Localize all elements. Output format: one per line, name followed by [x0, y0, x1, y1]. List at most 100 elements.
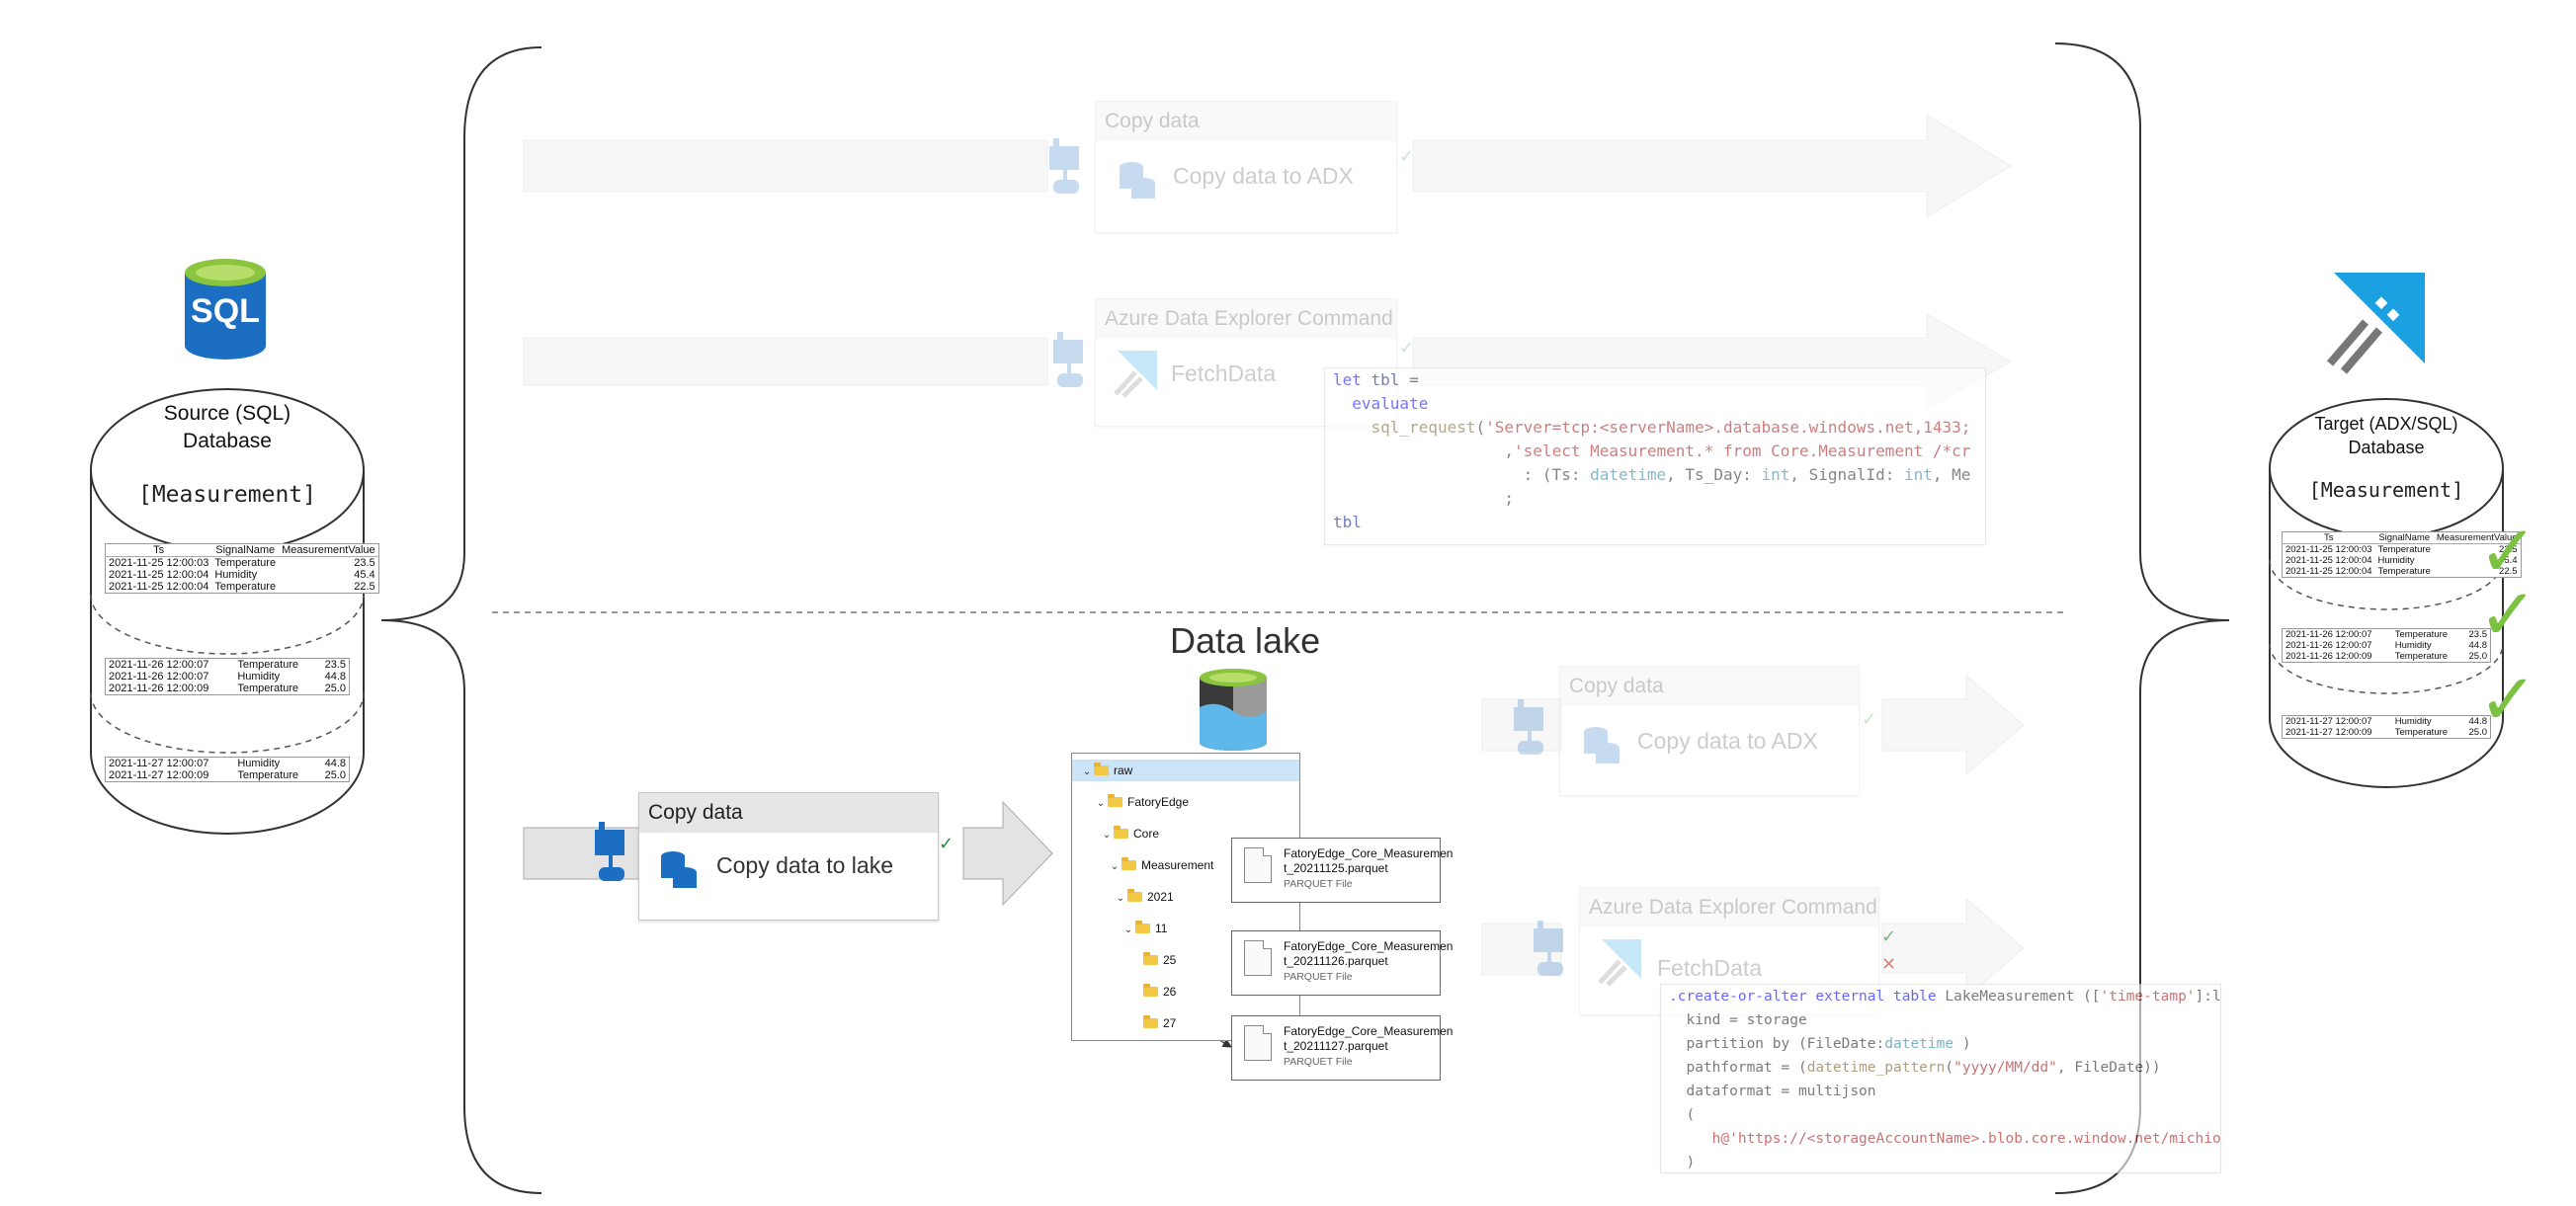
- source-table-name: [Measurement]: [137, 482, 316, 508]
- code-line: ,'select Measurement.* from Core.Measure…: [1325, 440, 1985, 463]
- tree-item-27[interactable]: 27: [1143, 1012, 1176, 1034]
- table-cell: Temperature: [237, 769, 299, 781]
- code-token: kind = storage: [1669, 1012, 1807, 1028]
- target-db-subtitle: Database: [2348, 438, 2425, 457]
- folder-icon: [1143, 984, 1158, 997]
- code-token: datetime: [1884, 1036, 1954, 1052]
- source-db-subtitle: Database: [183, 430, 272, 452]
- copy-to-lake-activity[interactable]: Copy data Copy data to lake: [638, 792, 939, 921]
- table-cell: 2021-11-27 12:00:09: [2285, 727, 2372, 738]
- activity-label: FetchData: [1171, 361, 1277, 386]
- code-token: [1333, 394, 1352, 413]
- copy-to-adx-activity[interactable]: Copy data Copy data to ADX: [1095, 101, 1397, 233]
- table-cell: 2021-11-25 12:00:04: [109, 569, 209, 581]
- table-cell: 2021-11-25 12:00:04: [109, 581, 209, 593]
- table-cell: 23.5: [2468, 629, 2488, 640]
- table-cell: 44.8: [2468, 640, 2488, 651]
- parquet-file-1[interactable]: FatoryEdge_Core_Measuremen t_20211125.pa…: [1231, 838, 1454, 903]
- table-cell: 2021-11-26 12:00:07: [2285, 640, 2372, 651]
- chevron-down-icon: ⌄: [1082, 766, 1092, 777]
- folder-icon: [1143, 1015, 1158, 1028]
- tree-item-2021[interactable]: ⌄2021: [1114, 886, 1174, 908]
- external-table-command-editor[interactable]: .create-or-alter external table LakeMeas…: [1660, 984, 2221, 1173]
- tree-item-25[interactable]: 25: [1143, 949, 1176, 971]
- code-line: .create-or-alter external table LakeMeas…: [1661, 985, 2220, 1008]
- tree-item-raw[interactable]: ⌄ raw: [1072, 760, 1299, 781]
- code-token: h@'https://<storageAccountName>.blob.cor…: [1711, 1131, 2221, 1147]
- table-cell: Humidity: [214, 569, 258, 581]
- code-line: (: [1661, 1103, 2220, 1127]
- parquet-file-2[interactable]: FatoryEdge_Core_Measuremen t_20211126.pa…: [1231, 930, 1454, 996]
- lake-copy-to-adx-activity[interactable]: Copy data Copy data to ADX: [1559, 666, 1860, 796]
- lake-adx-command-activity[interactable]: Azure Data Explorer Command FetchData: [1579, 887, 1879, 1015]
- table-cell: Humidity: [2394, 640, 2432, 651]
- integration-runtime-icon: [1532, 919, 1569, 984]
- table-cell: Temperature: [2394, 651, 2449, 662]
- data-lake-icon: [1198, 668, 1269, 751]
- activity-label: Copy data to lake: [716, 852, 894, 878]
- code-token: [1333, 418, 1371, 437]
- table-row: 2021-11-26 12:00:07 Humidity 44.8: [2283, 640, 2491, 651]
- check-icon-batch-1: ✓: [2478, 510, 2538, 593]
- tree-item-factoryedge[interactable]: ⌄FatoryEdge: [1094, 791, 1189, 813]
- tree-item-26[interactable]: 26: [1143, 981, 1176, 1003]
- code-token: partition by (FileDate:: [1669, 1036, 1885, 1052]
- table-cell: 2021-11-25 12:00:04: [2285, 566, 2372, 577]
- table-cell: 23.5: [279, 556, 379, 569]
- chevron-down-icon: ⌄: [1096, 798, 1106, 809]
- adx-command-icon: [1110, 349, 1159, 398]
- code-token: LakeMeasurement ([: [1945, 989, 2101, 1005]
- kql-query-editor[interactable]: let tbl = evaluate sql_request('Server=t…: [1324, 367, 1986, 545]
- code-token: : (Ts:: [1333, 465, 1591, 484]
- tree-item-11[interactable]: ⌄11: [1122, 918, 1167, 939]
- chevron-down-icon: ⌄: [1123, 925, 1133, 935]
- activity-header: Copy data: [1560, 667, 1859, 706]
- table-cell: 2021-11-27 12:00:07: [2285, 716, 2372, 727]
- integration-runtime-icon: [593, 820, 630, 889]
- table-cell: 44.8: [2468, 716, 2488, 727]
- table-cell: 2021-11-26 12:00:09: [109, 683, 209, 694]
- parquet-file-3[interactable]: FatoryEdge_Core_Measuremen t_20211127.pa…: [1231, 1015, 1453, 1081]
- tree-item-measurement[interactable]: ⌄Measurement: [1108, 854, 1213, 876]
- code-token: "yyyy/MM/dd": [1953, 1060, 2057, 1076]
- folder-icon: [1122, 857, 1136, 870]
- code-token: ): [1953, 1036, 1971, 1052]
- adx-logo: [2322, 269, 2431, 377]
- code-token: dataformat = multijson: [1669, 1084, 1876, 1099]
- table-cell: 25.0: [324, 683, 346, 694]
- activity-label: FetchData: [1657, 955, 1763, 981]
- code-token: 'time-tamp': [2100, 989, 2196, 1005]
- source-db-title: Source (SQL): [163, 402, 291, 425]
- table-cell: 23.5: [324, 659, 346, 671]
- table-cell: Temperature: [211, 556, 280, 569]
- tree-item-label: raw: [1114, 764, 1133, 777]
- adx-command-icon: [1594, 937, 1643, 987]
- code-token: ;: [1333, 489, 1515, 508]
- code-token: =: [1399, 370, 1419, 389]
- column-header: MeasurementValue: [282, 544, 375, 556]
- code-token: 'Server=tcp:<serverName>.database.window…: [1485, 418, 1971, 437]
- chevron-down-icon: ⌄: [1116, 893, 1125, 904]
- table-cell: 25.0: [2468, 727, 2488, 738]
- code-token: pathformat = (: [1669, 1060, 1807, 1076]
- code-token: ): [1669, 1155, 1696, 1170]
- table-cell: 44.8: [324, 671, 346, 683]
- file-name: FatoryEdge_Core_Measuremen t_20211125.pa…: [1284, 846, 1454, 875]
- success-icon: ✓: [1399, 146, 1415, 167]
- table-cell: Humidity: [237, 758, 281, 769]
- tree-item-core[interactable]: ⌄Core: [1100, 823, 1159, 844]
- target-db-title: Target (ADX/SQL): [2314, 414, 2458, 434]
- file-name: FatoryEdge_Core_Measuremen t_20211126.pa…: [1284, 939, 1454, 968]
